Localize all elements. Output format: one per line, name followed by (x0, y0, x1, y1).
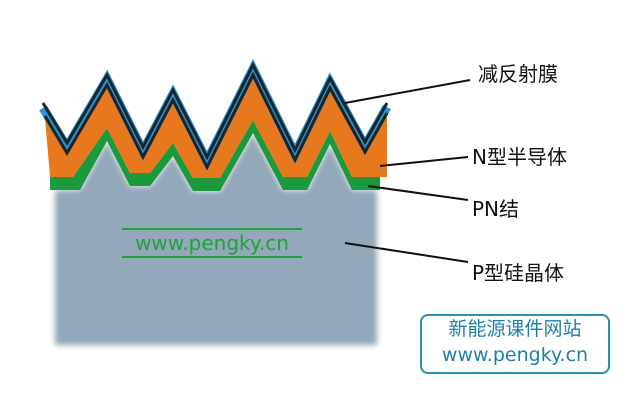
watermark: www.pengky.cn (122, 228, 302, 258)
site-badge: 新能源课件网站 www.pengky.cn (420, 314, 610, 374)
badge-url: www.pengky.cn (441, 344, 589, 366)
leader-lines (344, 79, 471, 263)
n-type-layer (45, 75, 387, 178)
label-p-type: P型硅晶体 (472, 261, 565, 285)
label-pn-junction: PN结 (472, 197, 520, 221)
label-n-type: N型半导体 (472, 145, 567, 169)
ar-coating-layer (39, 58, 391, 172)
pn-junction-layer (50, 120, 380, 191)
badge-title: 新能源课件网站 (448, 318, 582, 340)
label-ar-coating: 减反射膜 (478, 62, 558, 86)
